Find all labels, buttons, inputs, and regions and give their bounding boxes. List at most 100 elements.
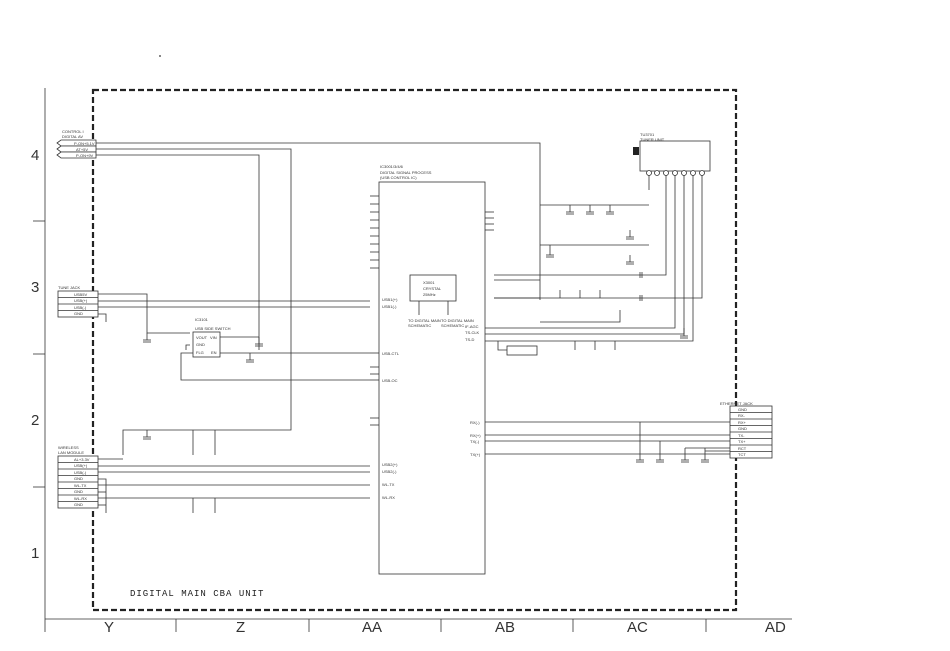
crystal-desc2: 25MHz bbox=[423, 292, 436, 297]
note-to-digital-1: TO DIGITAL MAIN bbox=[408, 318, 441, 323]
wl-pin7: WL-RX bbox=[74, 496, 87, 501]
row-label-1: 1 bbox=[31, 545, 39, 562]
eth-pin3: RX+ bbox=[738, 420, 747, 425]
wire-tuner-p5 bbox=[485, 175, 685, 335]
col-label-ac: AC bbox=[627, 619, 648, 636]
connector-wireless: WIRELESS LAN MODULE AL+3.3V USB(+) USB(-… bbox=[57, 445, 99, 509]
tune-jack-pin2: USB(+) bbox=[74, 298, 88, 303]
wl-pin1: AL+3.3V bbox=[74, 457, 90, 462]
wire-wl-gnd bbox=[98, 478, 107, 513]
wire-tuner-p7 bbox=[494, 175, 703, 299]
row-label-2: 2 bbox=[31, 412, 39, 429]
ic-pin-ifagc: IF-AGC bbox=[465, 324, 479, 329]
row-ruler: 4 3 2 1 bbox=[31, 88, 46, 632]
ic-pin-rxp: RX(+) bbox=[470, 433, 481, 438]
tuner-unit: TU3701 TUNER UNIT bbox=[633, 132, 711, 176]
caps-switch bbox=[143, 333, 263, 363]
ic-switch-desc: USB SIDE SWITCH bbox=[195, 326, 231, 331]
connector-control-ref: CONTROL I bbox=[62, 129, 84, 134]
column-ruler: Y Z AA AB AC AD bbox=[45, 618, 792, 636]
row-label-4: 4 bbox=[31, 147, 39, 164]
ethernet-ref: ETHERNET JACK bbox=[720, 401, 753, 406]
eth-pin4: GND bbox=[738, 426, 747, 431]
wire-rail-322 bbox=[540, 310, 621, 323]
connector-control: CONTROL I DIGITAL AV P-ON+5.1V AT+5V P-O… bbox=[56, 129, 97, 159]
eth-pin1: GND bbox=[738, 407, 747, 412]
wire-tuner-p3 bbox=[494, 175, 667, 276]
ic-pin-wltx: WL-TX bbox=[382, 482, 395, 487]
resistor-array bbox=[506, 345, 538, 356]
stray-dot bbox=[159, 55, 161, 57]
wl-pin2: USB(+) bbox=[74, 463, 88, 468]
caps-ethernet bbox=[636, 422, 730, 463]
ic-main-desc: DIGITAL SIGNAL PROCESS bbox=[380, 170, 432, 175]
wire-tuner-p4 bbox=[485, 175, 676, 329]
ic-pin-rxm: RX(-) bbox=[470, 420, 480, 425]
ic-switch-en: EN bbox=[211, 350, 217, 355]
ic-switch-flg: FLG bbox=[196, 350, 204, 355]
ic-main-left-pins bbox=[370, 195, 379, 426]
ic-switch-vin: VIN bbox=[210, 335, 217, 340]
col-label-ab: AB bbox=[495, 619, 515, 636]
crystal-block: X3001 CRYSTAL 25MHz bbox=[409, 274, 457, 315]
ic-pin-tsd: TS-D bbox=[465, 337, 474, 342]
ic-main-right-pins bbox=[485, 211, 494, 231]
wire-pon bbox=[96, 142, 541, 300]
ic-main: IC3001/3/4/6 DIGITAL SIGNAL PROCESS (USB… bbox=[378, 164, 486, 575]
note-to-digital-2: TO DIGITAL MAIN bbox=[441, 318, 474, 323]
wireless-sub: LAN MODULE bbox=[58, 450, 84, 455]
tune-jack-pin3: USB(-) bbox=[74, 305, 87, 310]
tune-jack-ref: TUNE JACK bbox=[58, 285, 81, 290]
crystal-desc: CRYSTAL bbox=[423, 286, 442, 291]
wl-pin6: GND bbox=[74, 489, 83, 494]
tuner-ref: TU3701 bbox=[640, 132, 655, 137]
wl-pin5: WL-TX bbox=[74, 483, 87, 488]
tune-jack-pin1: USB5V bbox=[74, 292, 87, 297]
col-label-aa: AA bbox=[362, 619, 382, 636]
wl-pin4: GND bbox=[74, 476, 83, 481]
tuner-desc: TUNER UNIT bbox=[640, 137, 665, 142]
tune-jack-pin4: GND bbox=[74, 311, 83, 316]
connector-ethernet: ETHERNET JACK GND RX- RX+ GND TX- TX+ RC… bbox=[720, 401, 773, 459]
ic-pin-usb1m: USB1(-) bbox=[382, 304, 397, 309]
col-label-z: Z bbox=[236, 619, 245, 636]
pin-pon9v: P-ON+9V bbox=[76, 153, 94, 158]
wire-gnd1 bbox=[98, 313, 107, 322]
pin-pon51v: P-ON+5.1V bbox=[74, 141, 95, 146]
ic-switch-gnd: GND bbox=[196, 342, 205, 347]
ic-pin-usb2p: USB2(+) bbox=[382, 462, 398, 467]
wire-pon9v bbox=[96, 154, 260, 350]
ic-pin-usbctl: USB-CTL bbox=[382, 351, 400, 356]
crystal-ref: X3001 bbox=[423, 280, 435, 285]
col-label-ad: AD bbox=[765, 619, 786, 636]
caps-tuner bbox=[546, 205, 688, 350]
eth-pin7: RCT bbox=[738, 446, 747, 451]
connector-control-sub: DIGITAL AV bbox=[62, 134, 83, 139]
note-schematic-1: SCHEMATIC bbox=[408, 323, 431, 328]
wire-usb-oc bbox=[180, 352, 370, 381]
connector-tune-jack: TUNE JACK USB5V USB(+) USB(-) GND bbox=[57, 285, 99, 318]
ic-pin-usb1p: USB1(+) bbox=[382, 297, 398, 302]
wireless-ref: WIRELESS bbox=[58, 445, 79, 450]
eth-pin5: TX- bbox=[738, 433, 745, 438]
ic-usb-switch: IC3101 USB SIDE SWITCH VOUT VIN GND FLG … bbox=[192, 317, 231, 358]
ic-pin-tsclk: TS-CLK bbox=[465, 330, 480, 335]
unit-title: DIGITAL MAIN CBA UNIT bbox=[130, 589, 264, 599]
caps-wireless bbox=[143, 430, 216, 513]
wire-usb5v bbox=[98, 293, 190, 334]
note-schematic-2: SCHEMATIC bbox=[441, 323, 464, 328]
pin-at5v: AT+5V bbox=[76, 147, 88, 152]
ic-pin-usboc: USB-OC bbox=[382, 378, 398, 383]
eth-pin8: TCT bbox=[738, 452, 746, 457]
wire-at5v bbox=[96, 148, 292, 455]
ic-main-ref: IC3001/3/4/6 bbox=[380, 164, 404, 169]
wire-sw-gnd bbox=[185, 344, 190, 350]
ic-pin-txm: TX(-) bbox=[470, 439, 480, 444]
ic-switch-vout: VOUT bbox=[196, 335, 208, 340]
col-label-y: Y bbox=[104, 619, 114, 636]
ic-pin-txp: TX(+) bbox=[470, 452, 481, 457]
ic-pin-usb2m: USB2(-) bbox=[382, 469, 397, 474]
row-label-3: 3 bbox=[31, 279, 39, 296]
wire-tuner-p6 bbox=[485, 175, 694, 342]
